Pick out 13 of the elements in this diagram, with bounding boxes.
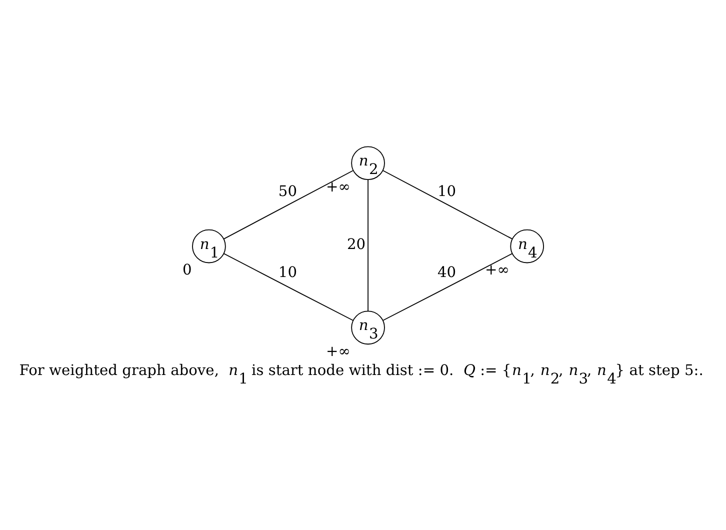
connector <box>223 170 354 239</box>
node-label: +∞ <box>326 342 350 360</box>
node-label: +∞ <box>326 178 350 195</box>
connector <box>382 252 513 320</box>
node-label: +∞ <box>485 260 510 278</box>
edge-label: 20 <box>347 235 366 252</box>
connector <box>223 252 354 320</box>
edge-label: 10 <box>438 182 456 200</box>
node-label: 0 <box>182 260 192 278</box>
edge-label: 50 <box>278 182 298 200</box>
edge-label: 10 <box>278 264 298 281</box>
edge-label: 40 <box>438 264 456 281</box>
connector <box>382 170 512 239</box>
